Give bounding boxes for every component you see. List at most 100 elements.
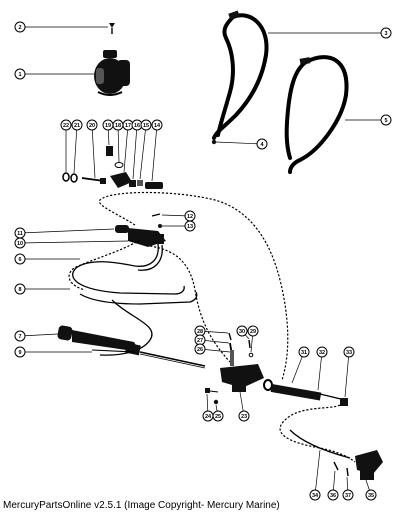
part-33-nut	[340, 398, 348, 406]
part-35-mount	[355, 450, 383, 480]
part-9-rod	[91, 349, 136, 353]
callout-33-circle	[343, 346, 355, 358]
callout-1-circle	[14, 68, 26, 80]
callout-32: 32	[316, 346, 328, 391]
callout-20-leader	[91, 124, 96, 179]
callout-18-leader	[117, 124, 120, 163]
part-2-screw	[109, 23, 115, 34]
part-11-valve	[115, 225, 166, 247]
callout-25-label: 25	[215, 414, 221, 420]
callout-28: 28	[194, 325, 229, 337]
part-12-screw	[151, 213, 161, 217]
callout-16: 16	[131, 119, 143, 180]
callout-20-label: 20	[89, 123, 95, 129]
callout-24: 24	[202, 393, 214, 422]
callout-30-label: 30	[239, 329, 245, 335]
callout-14-leader	[151, 124, 158, 182]
callout-23: 23	[238, 391, 250, 422]
callout-34: 34	[309, 449, 321, 501]
callout-25-circle	[212, 410, 224, 422]
callout-11: 11	[14, 227, 115, 239]
part-18-oring	[114, 162, 124, 168]
callout-14-label: 14	[154, 123, 161, 129]
callout-31-label: 31	[301, 350, 307, 356]
callout-29-label: 29	[250, 329, 256, 335]
callout-18: 18	[112, 119, 124, 163]
callout-31: 31	[291, 346, 310, 384]
callout-4-circle	[256, 138, 268, 150]
callout-6-circle	[14, 253, 26, 265]
callout-4-leader	[215, 141, 263, 145]
dashed-route-upper	[98, 191, 289, 381]
callout-36: 36	[327, 470, 339, 501]
callout-12-label: 12	[187, 214, 193, 220]
callout-23-label: 23	[241, 414, 247, 420]
part-28-27-26-pins	[228, 332, 234, 366]
callout-22-circle	[60, 119, 72, 131]
callout-7-leader	[19, 333, 59, 337]
callout-17-leader	[123, 124, 129, 173]
dashed-route-middle	[68, 239, 141, 291]
callout-37: 37	[342, 476, 354, 501]
part-23-bracket	[220, 364, 264, 392]
callout-37-label: 37	[345, 493, 351, 499]
callout-32-circle	[316, 346, 328, 358]
callout-17: 17	[122, 119, 134, 173]
callout-31-leader	[291, 351, 305, 384]
callout-5: 5	[345, 114, 392, 126]
callout-33-label: 33	[346, 350, 352, 356]
part-24-25-screws	[205, 388, 219, 405]
callout-3-label: 3	[384, 31, 387, 37]
callout-14: 14	[151, 119, 163, 182]
part-15-spacer	[137, 180, 143, 186]
callout-37-circle	[342, 489, 354, 501]
callout-34-circle	[309, 489, 321, 501]
callout-21: 21	[71, 119, 83, 174]
part-13-washer	[158, 224, 162, 228]
callout-7-label: 7	[18, 334, 21, 340]
part-19-fitting	[106, 146, 113, 156]
callout-26-circle	[194, 343, 206, 355]
callout-7-circle	[14, 330, 26, 342]
part-3-hose	[212, 10, 269, 140]
callout-24-label: 24	[205, 414, 212, 420]
part-6-tube	[72, 243, 185, 295]
callout-32-leader	[317, 351, 323, 391]
callout-2-label: 2	[18, 25, 21, 31]
callout-12: 12	[161, 210, 196, 222]
callout-8: 8	[14, 283, 70, 295]
callout-15-leader	[139, 124, 147, 180]
part-1-pump	[94, 50, 130, 96]
callout-29: 29	[247, 325, 259, 353]
callout-36-circle	[327, 489, 339, 501]
callout-36-label: 36	[330, 493, 336, 499]
callout-11-label: 11	[17, 231, 23, 237]
callout-30-circle	[236, 325, 248, 337]
callout-13-label: 13	[187, 224, 193, 230]
part-4-fitting	[211, 139, 217, 145]
callout-33-leader	[344, 351, 350, 398]
callout-34-leader	[314, 449, 321, 496]
callout-20-circle	[86, 119, 98, 131]
callout-10: 10	[14, 237, 129, 249]
part-31-cylinder	[263, 379, 346, 401]
callout-27: 27	[194, 334, 230, 346]
callout-4-label: 4	[260, 142, 264, 148]
part-14-sleeve	[145, 182, 163, 189]
part-10-clip	[127, 239, 141, 243]
callout-28-label: 28	[197, 329, 203, 335]
callout-13-circle	[184, 220, 196, 232]
part-5-hose	[284, 55, 349, 174]
callout-20: 20	[86, 119, 98, 179]
callout-15: 15	[139, 119, 152, 180]
part-17-valve-body	[110, 172, 132, 188]
callout-16-label: 16	[134, 123, 140, 129]
callout-1-label: 1	[18, 72, 21, 78]
callout-1: 1	[14, 68, 94, 80]
callout-30: 30	[236, 325, 250, 340]
callout-21-circle	[71, 119, 83, 131]
callout-25: 25	[212, 404, 224, 422]
part-16-nut	[129, 180, 136, 187]
callout-9-label: 9	[18, 350, 21, 356]
